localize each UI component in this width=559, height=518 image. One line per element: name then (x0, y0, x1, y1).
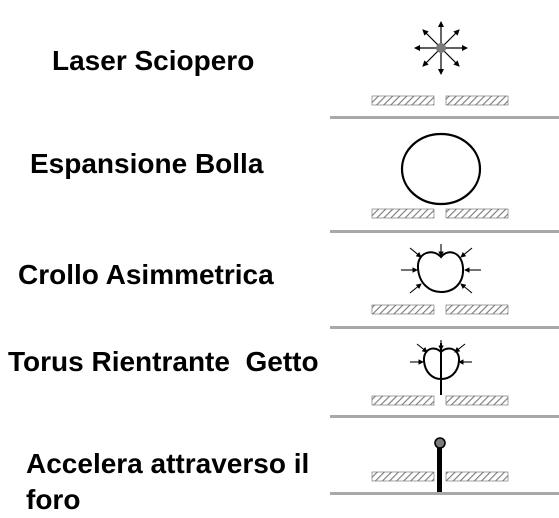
stage-label-laser-strike: Laser Sciopero (52, 45, 255, 76)
laser-focal-point (436, 43, 446, 53)
plate-2 (330, 208, 559, 233)
stage-label-bubble-expansion: Espansione Bolla (30, 148, 264, 179)
asymmetric-collapse-icon (401, 244, 481, 294)
plate-3 (330, 304, 559, 329)
laser-strike-icon (414, 21, 468, 75)
reentrant-jet-icon (410, 340, 472, 395)
accelerate-through-hole-icon (434, 437, 446, 494)
plate-4 (330, 395, 559, 418)
stage-label-accelerate-through-hole: Accelera attraverso il foro (26, 448, 310, 515)
plate-5 (330, 471, 559, 495)
bubble-expansion-icon (400, 132, 482, 206)
stage-label-reentrant-jet: Torus Rientrante Getto (8, 346, 319, 377)
plate-1 (330, 95, 559, 119)
stage-label-asymmetric-collapse: Crollo Asimmetrica (18, 259, 274, 290)
